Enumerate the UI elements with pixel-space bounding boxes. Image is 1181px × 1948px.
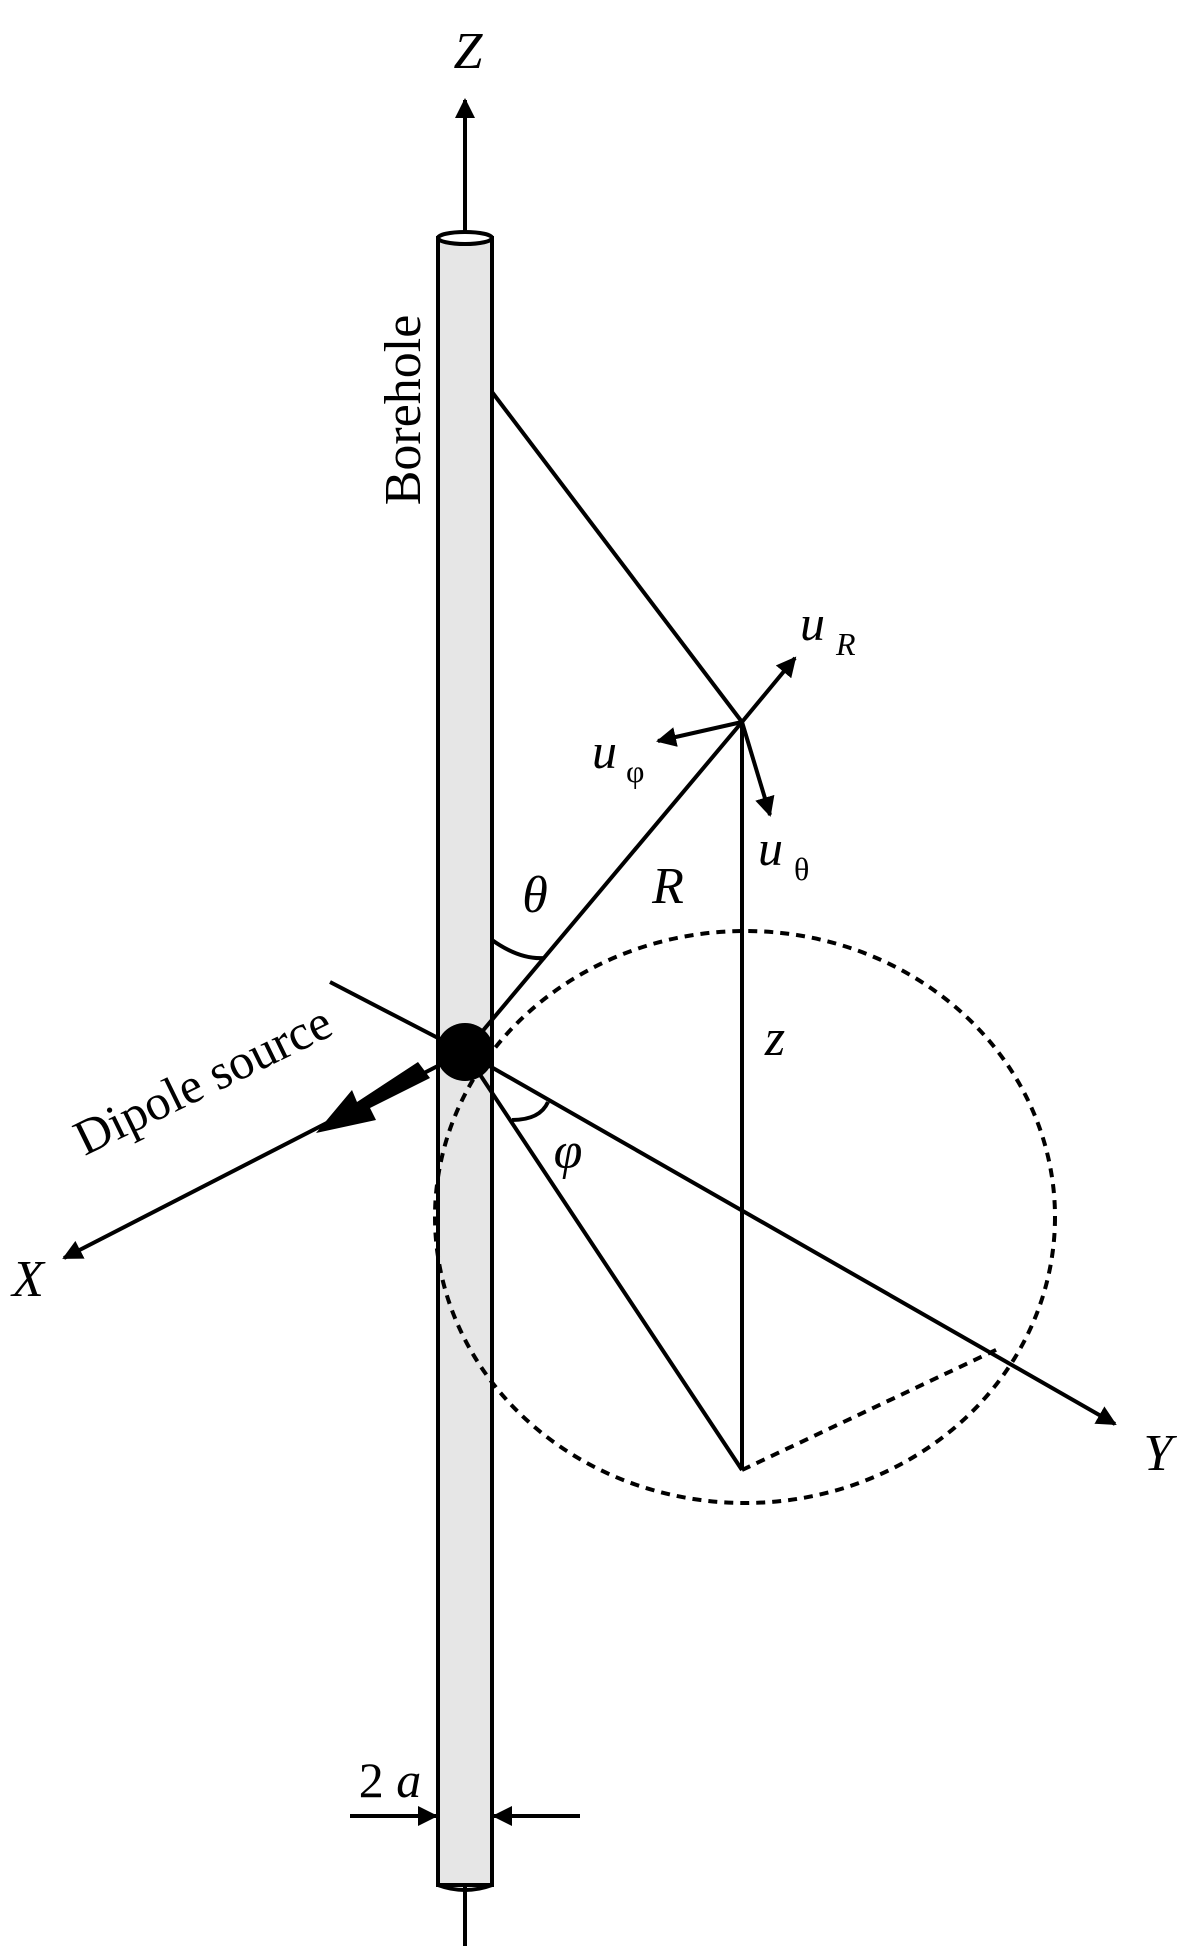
z-label: z	[764, 1010, 785, 1067]
r-line	[463, 720, 744, 1054]
dipole-arrow-icon	[316, 1062, 430, 1133]
svg-text:θ: θ	[794, 851, 809, 887]
y-axis-line	[464, 1050, 1117, 1426]
svg-text:u: u	[758, 820, 783, 876]
phi-arc	[511, 1101, 550, 1122]
y-axis-label: Y	[1144, 1425, 1178, 1482]
dipole-source-label: Dipole source	[65, 993, 340, 1166]
svg-text:R: R	[835, 626, 856, 662]
u-theta-label: u θ	[758, 820, 809, 887]
x-axis-label: X	[10, 1251, 46, 1308]
u-theta-vector	[740, 721, 775, 817]
theta-label: θ	[522, 867, 548, 924]
u-r-vector	[740, 656, 797, 724]
borehole-top-ellipse	[436, 230, 494, 246]
borehole-to-point-line	[490, 390, 744, 724]
u-phi-label: u φ	[592, 723, 644, 789]
borehole-bottom-edge	[437, 1883, 493, 1892]
borehole-label: Borehole	[375, 315, 432, 506]
two-a-label: 2 a	[359, 1752, 422, 1808]
z-axis-label: Z	[454, 23, 484, 80]
foot-dashed-line	[741, 1346, 1001, 1472]
source-point-icon	[436, 1023, 494, 1081]
svg-text:u: u	[800, 595, 825, 651]
theta-arc	[490, 938, 546, 961]
phi-label: φ	[554, 1123, 583, 1180]
u-phi-vector	[656, 720, 743, 747]
projection-dashed-circle	[433, 929, 1057, 1505]
svg-text:u: u	[592, 723, 617, 779]
svg-text:φ: φ	[626, 753, 644, 789]
u-r-label: u R	[800, 595, 856, 662]
projection-radius-line	[463, 1050, 744, 1472]
r-label: R	[651, 858, 684, 915]
